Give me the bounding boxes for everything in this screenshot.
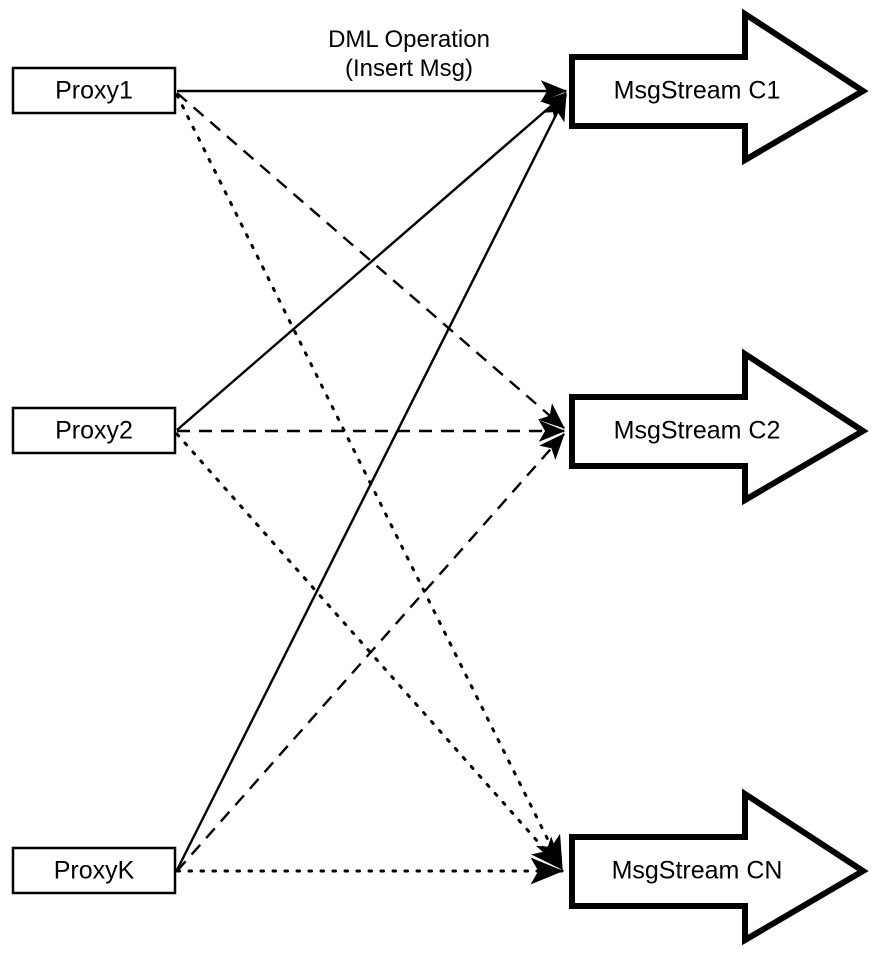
link-proxyk-to-c1[interactable] — [175, 93, 568, 871]
proxy1-box[interactable] — [11, 66, 177, 115]
link-group — [175, 80, 568, 885]
proxy-node-proxy2[interactable]: Proxy2 — [11, 406, 177, 455]
stream-node-cn[interactable]: MsgStream CN — [569, 788, 869, 946]
edge-label-line2: (Insert Msg) — [345, 55, 473, 82]
stream-cn-label: MsgStream CN — [612, 857, 783, 885]
stream-c1-label: MsgStream C1 — [614, 77, 781, 105]
edge-label-line1: DML Operation — [328, 26, 490, 53]
stream-c2-label: MsgStream C2 — [614, 417, 781, 445]
stream-c2-arrow-shape[interactable] — [569, 348, 869, 506]
stream-node-c1[interactable]: MsgStream C1 — [569, 8, 869, 166]
link-proxy1-to-c2[interactable] — [176, 92, 565, 429]
proxy-node-proxyk[interactable]: ProxyK — [11, 846, 177, 895]
proxy1-label: Proxy1 — [55, 77, 133, 105]
edge-label-dml-operation: DML Operation (Insert Msg) — [328, 26, 490, 82]
link-proxy2-to-cn[interactable] — [175, 432, 564, 871]
link-proxy1-to-cn[interactable] — [175, 93, 564, 870]
proxy2-label: Proxy2 — [55, 417, 133, 445]
stream-node-c2[interactable]: MsgStream C2 — [569, 348, 869, 506]
link-proxy2-to-c1[interactable] — [176, 92, 567, 431]
stream-cn-arrow-shape[interactable] — [569, 788, 869, 946]
proxyk-label: ProxyK — [54, 857, 135, 885]
proxy-node-proxy1[interactable]: Proxy1 — [11, 66, 177, 115]
proxyk-box[interactable] — [11, 846, 177, 895]
link-proxyk-to-c2[interactable] — [176, 433, 565, 872]
proxy2-box[interactable] — [11, 406, 177, 455]
stream-c1-arrow-shape[interactable] — [569, 8, 869, 166]
